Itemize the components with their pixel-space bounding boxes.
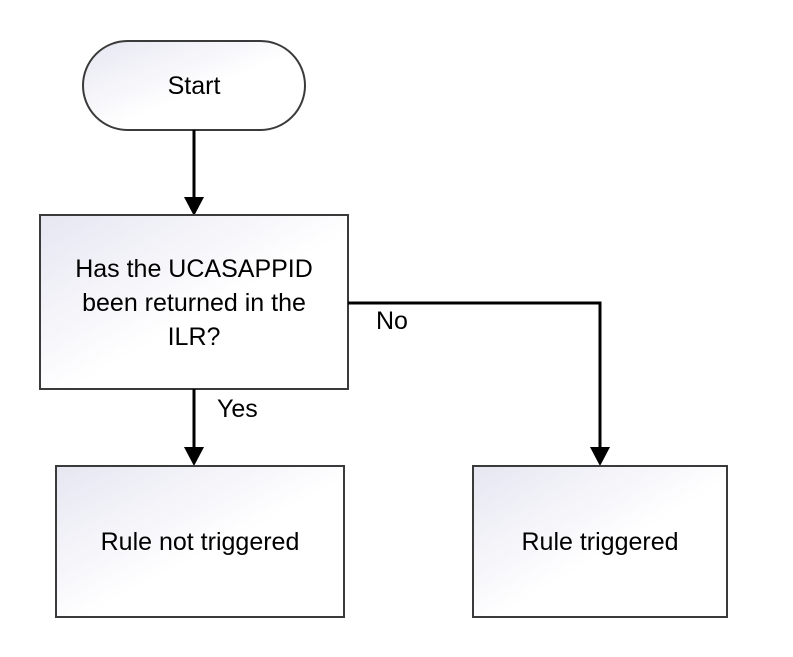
yes-edge-label: Yes [217,395,258,423]
rule-not-triggered-label: Rule not triggered [101,528,300,556]
decision-label-line-2: been returned in the [82,289,306,317]
connector-yes: Yes [184,389,258,466]
start-node: Start [82,40,306,131]
decision-label-line-1: Has the UCASAPPID [75,255,313,283]
no-edge-label: No [376,307,408,335]
rule-not-triggered-node: Rule not triggered [55,465,345,618]
start-label: Start [168,72,221,100]
connector-no: No [348,301,610,466]
decision-node: Has the UCASAPPID been returned in the I… [39,214,349,390]
rule-triggered-label: Rule triggered [521,528,678,556]
connector-start-to-decision [184,130,204,216]
decision-label-line-3: ILR? [168,323,221,351]
rule-triggered-node: Rule triggered [472,465,728,618]
